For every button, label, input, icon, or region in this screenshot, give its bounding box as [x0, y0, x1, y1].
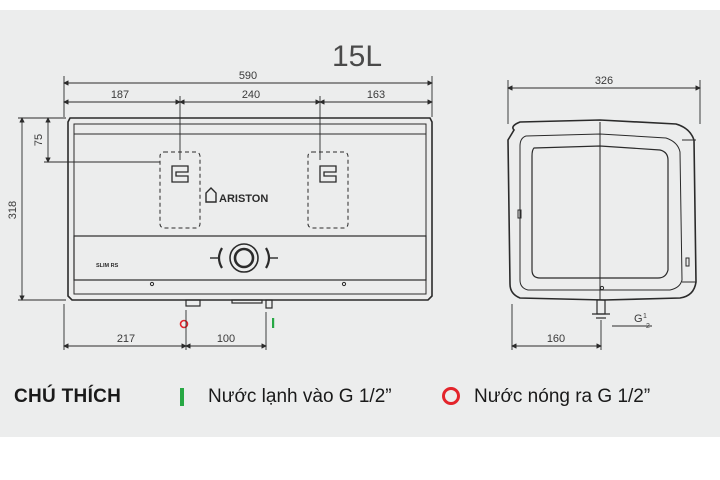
heater-body-inner: [73, 123, 427, 295]
dim-height-total: 318: [7, 201, 19, 219]
legend-cold-label: Nước lạnh vào G 1/2”: [208, 386, 392, 407]
brand-name: ARISTON: [219, 193, 268, 205]
dim-thread-label: G: [634, 313, 643, 325]
brand-logo: ARISTON: [205, 187, 268, 205]
heater-body-outline: [67, 117, 433, 301]
hot-water-icon: [442, 387, 460, 405]
cold-inlet-pipe: [265, 299, 273, 309]
dim-inlet-left: 217: [117, 333, 135, 345]
dim-thread-numerator: 1: [643, 313, 647, 320]
cold-inlet-marker-icon: [272, 318, 275, 328]
side-view: [507, 119, 697, 319]
legend-hot-label: Nước nóng ra G 1/2”: [474, 386, 651, 407]
bottom-fitting: [231, 299, 263, 304]
hot-outlet-marker-icon: [179, 319, 189, 329]
dim-seg-right: 163: [367, 89, 385, 101]
mount-bracket-right: [307, 151, 349, 229]
dim-pipe-offset: 160: [547, 333, 565, 345]
control-panel: [73, 235, 427, 281]
dim-inlet-spacing: 100: [217, 333, 235, 345]
dim-seg-left: 187: [111, 89, 129, 101]
cold-water-icon: [180, 388, 184, 406]
legend-title: CHÚ THÍCH: [14, 386, 122, 407]
dimension-lines-front: [18, 76, 433, 350]
hot-outlet-pipe: [185, 299, 201, 307]
mount-bracket-left: [159, 151, 201, 229]
dimension-lines-side: [507, 80, 701, 350]
dim-depth: 326: [595, 75, 613, 87]
dim-thread-denominator: 2: [646, 323, 650, 330]
model-label: SLIM RS: [96, 263, 119, 269]
temperature-knob: [229, 243, 259, 273]
dim-seg-middle: 240: [242, 89, 260, 101]
dim-top-offset: 75: [33, 134, 45, 146]
legend: CHÚ THÍCH Nước lạnh vào G 1/2” Nước nóng…: [0, 378, 720, 418]
capacity-title: 15L: [332, 40, 382, 73]
dim-width-total: 590: [239, 70, 257, 82]
front-view: [67, 117, 433, 309]
ariston-logo-icon: [205, 187, 217, 203]
side-pipe: [596, 299, 606, 315]
